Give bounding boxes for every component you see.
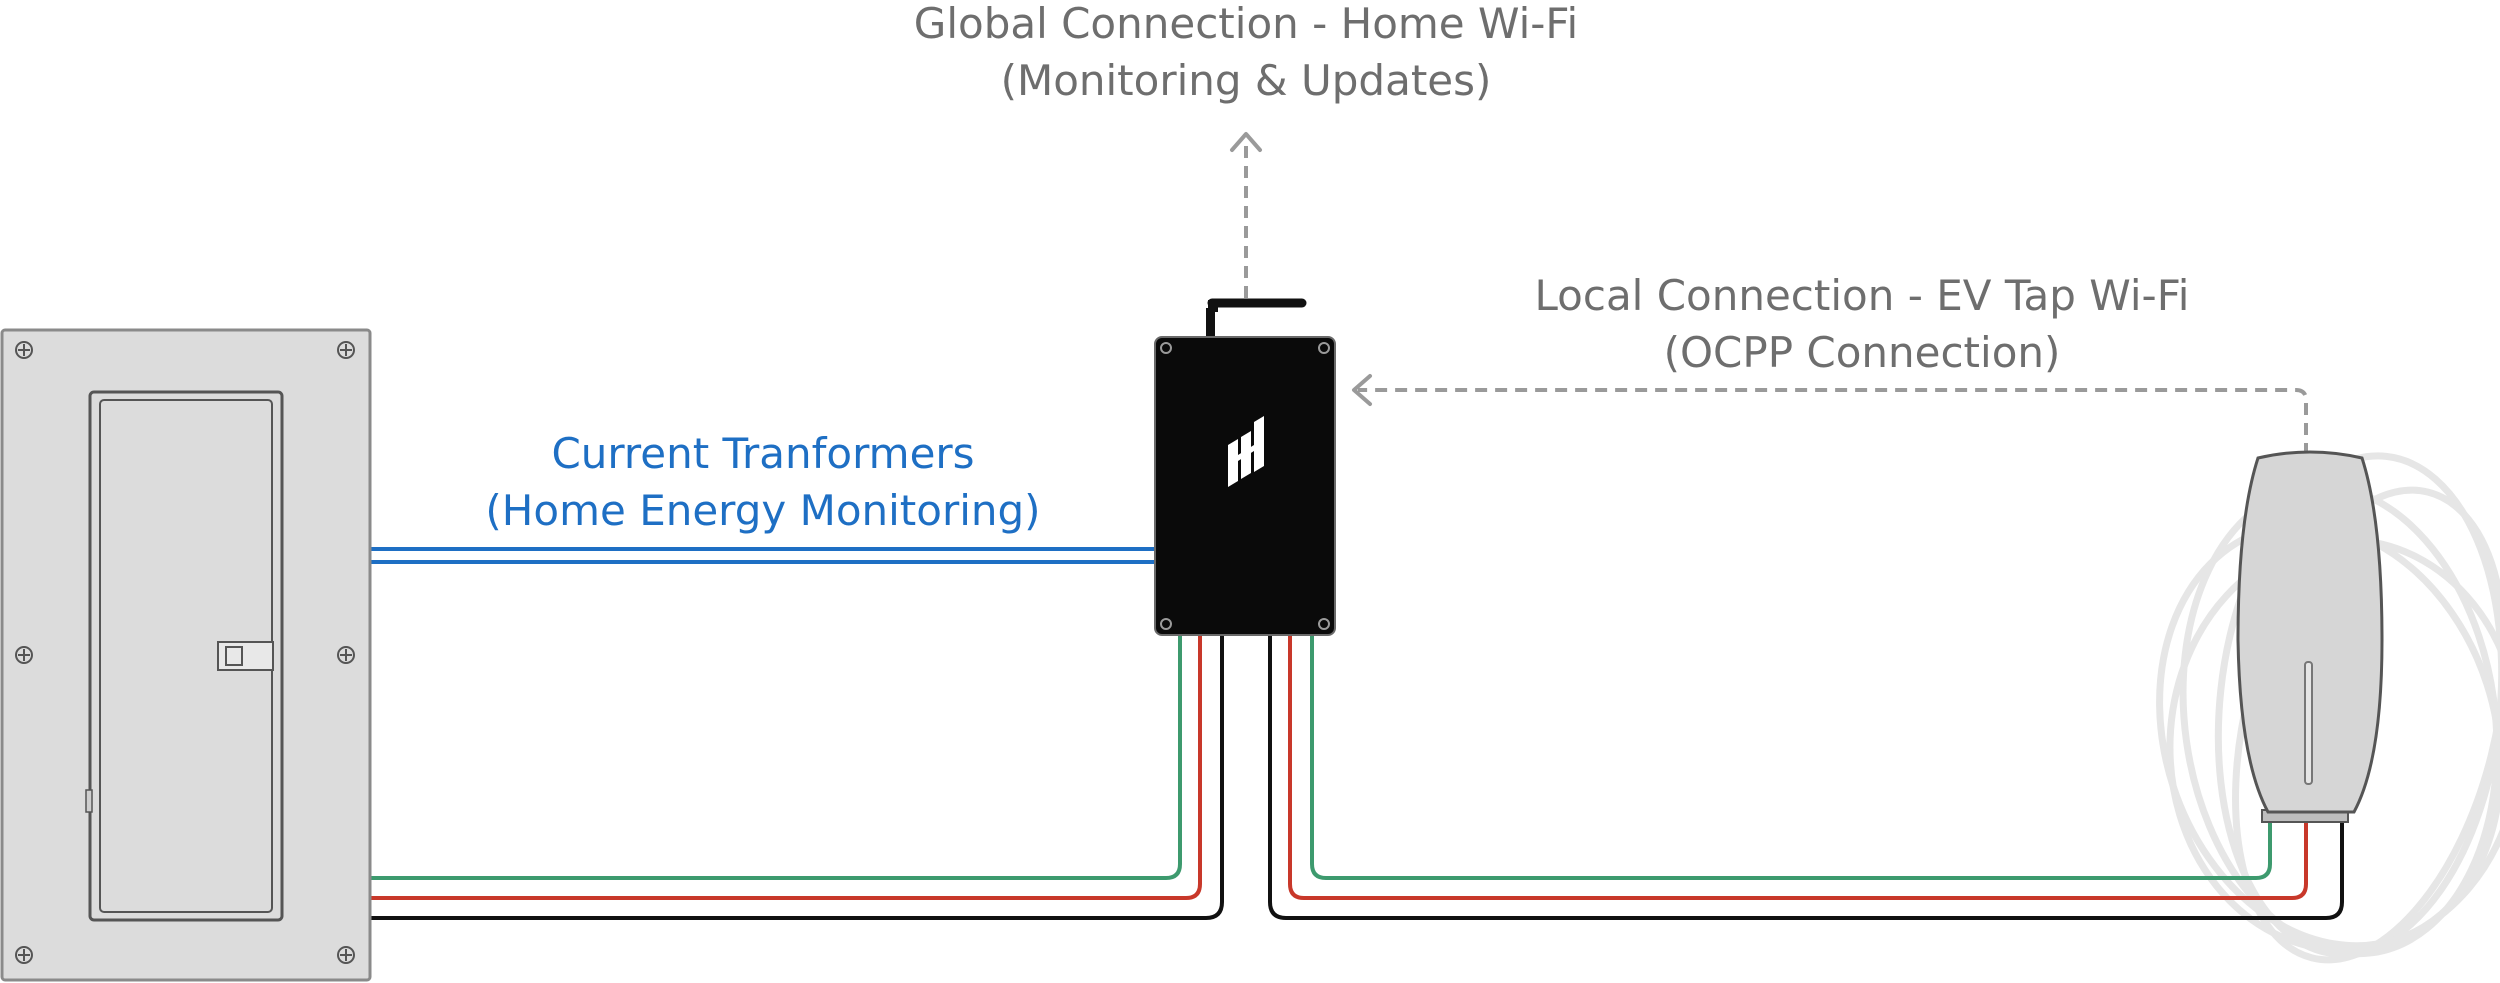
local-connection-subtitle: (OCPP Connection): [1664, 328, 2061, 377]
panel-power-wires: [370, 636, 1224, 920]
panel-hinge: [85, 789, 93, 813]
local-wifi-arrow: [1352, 374, 2308, 455]
ct-wires: [370, 547, 1158, 564]
wire-green-left: [370, 636, 1182, 880]
global-wifi-arrow: [1230, 132, 1262, 298]
electrical-panel: [0, 328, 372, 982]
wire-green-right: [1310, 636, 2272, 880]
monitoring-controller: [1154, 298, 1336, 636]
antenna-icon: [1206, 298, 1307, 338]
ev-charger: [2236, 450, 2384, 823]
wire-red-right: [1288, 636, 2308, 900]
local-connection-title: Local Connection - EV Tap Wi-Fi: [1535, 271, 2190, 320]
panel-door: [88, 390, 284, 922]
wire-black-right: [1268, 636, 2344, 920]
ct-subtitle: (Home Energy Monitoring): [485, 486, 1040, 535]
ct-title: Current Tranformers: [551, 429, 974, 478]
charger-power-wires: [1268, 636, 2344, 920]
wire-red-left: [370, 636, 1202, 900]
controller-screws: [1160, 342, 1330, 630]
global-connection-title: Global Connection - Home Wi-Fi: [914, 0, 1578, 48]
wire-black-left: [370, 636, 1224, 920]
charger-indicator: [2304, 661, 2313, 785]
brand-logo: [1228, 416, 1264, 487]
global-connection-subtitle: (Monitoring & Updates): [1001, 56, 1492, 105]
